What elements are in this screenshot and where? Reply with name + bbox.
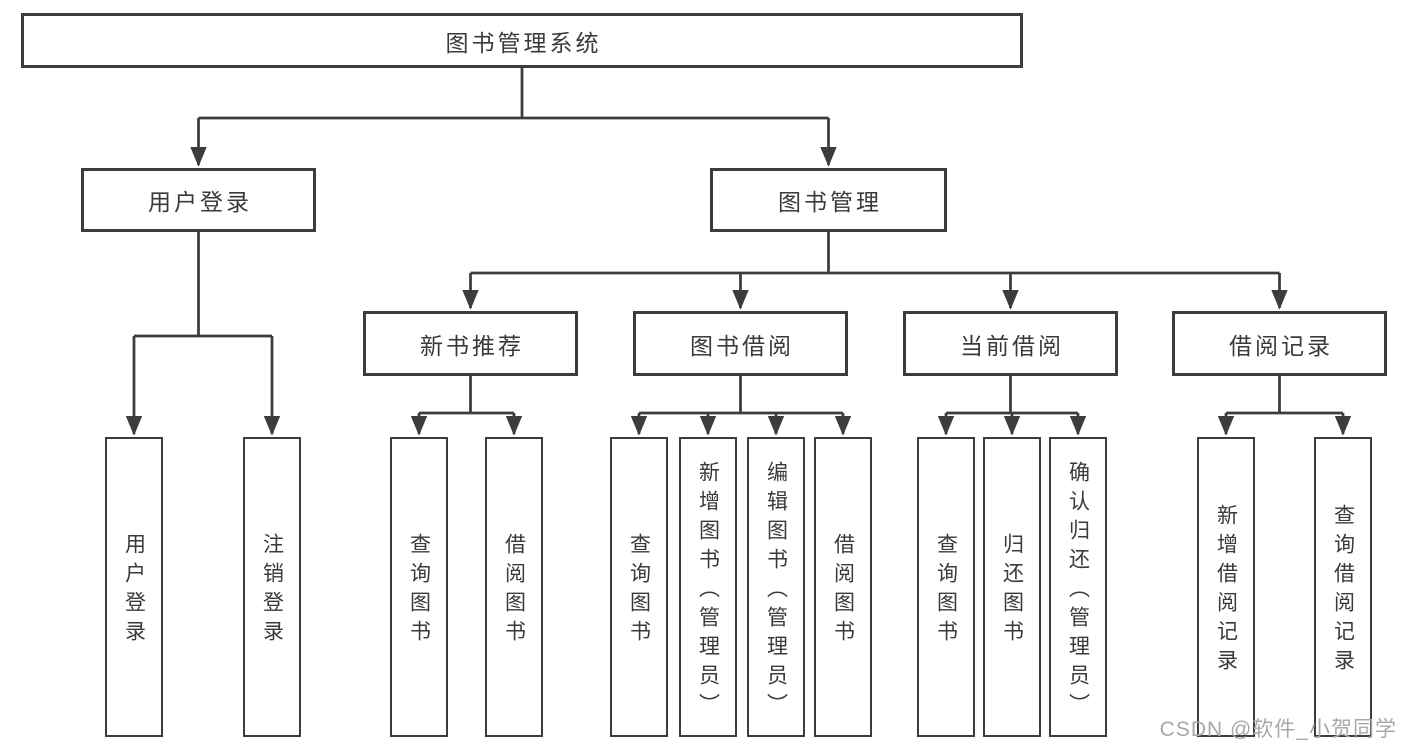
node-label: 注销登录 (260, 533, 284, 649)
node-leaf-confirm-return-admin: 确认归还（管理员） (1049, 437, 1107, 737)
node-label: 借阅记录 (1229, 332, 1333, 359)
node-leaf-logout: 注销登录 (243, 437, 301, 737)
node-leaf-add-borrow-record: 新增借阅记录 (1197, 437, 1255, 737)
node-label: 当前借阅 (960, 332, 1064, 359)
edges-user-login-branch (125, 230, 281, 436)
node-label: 查询借阅记录 (1331, 504, 1355, 678)
node-label: 新书推荐 (420, 332, 524, 359)
node-leaf-query-books-current: 查询图书 (917, 437, 975, 737)
node-leaf-user-login: 用户登录 (105, 437, 163, 737)
node-current-borrowing: 当前借阅 (903, 311, 1118, 376)
node-label: 图书借阅 (690, 332, 794, 359)
node-book-borrowing: 图书借阅 (633, 311, 848, 376)
node-user-login: 用户登录 (81, 168, 316, 232)
node-label: 图书管理 (778, 189, 882, 215)
node-label: 编辑图书（管理员） (764, 460, 788, 722)
node-label: 借阅图书 (831, 533, 855, 649)
node-label: 新增图书（管理员） (696, 460, 720, 722)
edges-current-borrowing-branch (937, 374, 1087, 436)
node-leaf-query-books-recommend: 查询图书 (390, 437, 448, 737)
edges-root-to-level2 (190, 68, 837, 167)
edges-book-borrowing-branch (630, 374, 852, 436)
node-borrow-records: 借阅记录 (1172, 311, 1387, 376)
node-leaf-query-borrow-record: 查询借阅记录 (1314, 437, 1372, 737)
edges-book-management-branch (462, 230, 1288, 310)
edges-new-book-recommend-branch (410, 374, 523, 436)
node-new-book-recommend: 新书推荐 (363, 311, 578, 376)
node-leaf-borrow-books-borrowing: 借阅图书 (814, 437, 872, 737)
node-leaf-query-books-borrowing: 查询图书 (610, 437, 668, 737)
node-label: 用户登录 (148, 189, 252, 215)
node-leaf-borrow-books-recommend: 借阅图书 (485, 437, 543, 737)
node-label: 归还图书 (1000, 533, 1024, 649)
node-leaf-return-book: 归还图书 (983, 437, 1041, 737)
node-root: 图书管理系统 (21, 13, 1023, 68)
node-leaf-add-book-admin: 新增图书（管理员） (679, 437, 737, 737)
node-label: 用户登录 (122, 533, 146, 649)
node-label: 查询图书 (407, 533, 431, 649)
watermark: CSDN @软件_小贺同学 (1159, 718, 1397, 741)
node-label: 查询图书 (934, 533, 958, 649)
node-label: 查询图书 (627, 533, 651, 649)
node-label: 借阅图书 (502, 533, 526, 649)
node-label: 确认归还（管理员） (1066, 460, 1090, 722)
node-leaf-edit-book-admin: 编辑图书（管理员） (747, 437, 805, 737)
node-label: 图书管理系统 (445, 29, 602, 56)
node-label: 新增借阅记录 (1214, 504, 1238, 678)
edges-borrow-records-branch (1217, 374, 1352, 436)
node-book-management: 图书管理 (710, 168, 947, 232)
